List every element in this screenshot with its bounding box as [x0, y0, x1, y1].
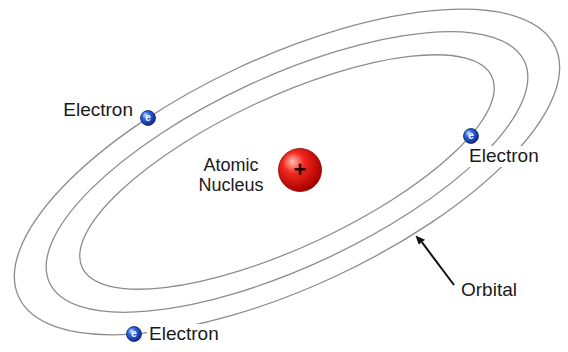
electron-symbol: e [131, 329, 137, 339]
electron-label: Electron [147, 324, 221, 345]
leader-arrowhead [416, 236, 426, 245]
nucleus-label: Atomic Nucleus [189, 156, 273, 196]
electron: Electrone [140, 110, 156, 126]
electron-symbol: e [468, 131, 474, 141]
electron: Electrone [126, 326, 142, 342]
electron-circle [127, 327, 142, 342]
electron-label: Electron [467, 146, 541, 167]
electron-label: Electron [61, 100, 135, 121]
orbit-ring [50, 9, 523, 336]
charge-sign: + [294, 159, 307, 181]
electron-circle [141, 111, 156, 126]
atomic-nucleus: Atomic Nucleus+ [278, 148, 322, 192]
leader-line [422, 242, 454, 285]
nucleus-circle [279, 149, 322, 192]
electron: Electrone [463, 128, 479, 144]
part-label: Orbital [459, 280, 519, 301]
electron-symbol: e [145, 113, 151, 123]
orbit-ring [9, 0, 564, 352]
electron-circle [464, 129, 479, 144]
